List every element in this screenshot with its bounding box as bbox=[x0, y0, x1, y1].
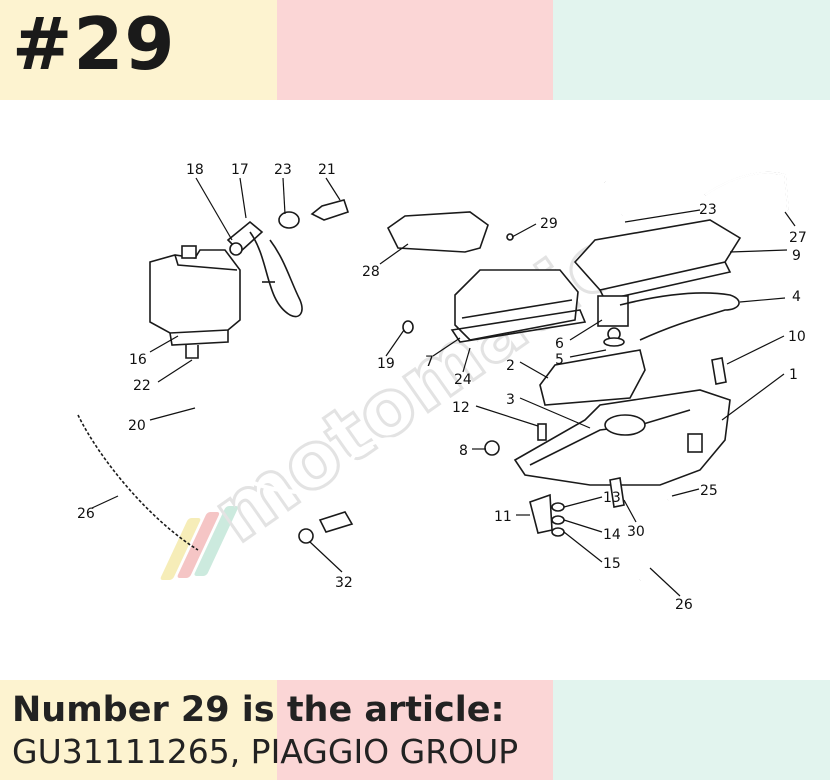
callout-17: 17 bbox=[231, 162, 249, 178]
part-tank bbox=[149, 245, 241, 359]
bottom-band-yellow bbox=[0, 680, 277, 780]
callout-12: 12 bbox=[452, 400, 470, 416]
part-hose-27 bbox=[77, 414, 199, 551]
callout-2: 2 bbox=[506, 358, 515, 374]
part-hose-19 bbox=[298, 317, 414, 337]
part-filter-cover bbox=[450, 269, 587, 343]
part-hose-20 bbox=[193, 369, 415, 544]
callout-20: 20 bbox=[128, 418, 146, 434]
caption-article-heading: Number 29 is the article: bbox=[12, 690, 505, 730]
bottom-band-mint bbox=[553, 680, 830, 780]
callout-16: 16 bbox=[129, 352, 147, 368]
watermark-stripes-icon bbox=[160, 506, 238, 580]
callout-25: 25 bbox=[700, 483, 718, 499]
part-main-housing bbox=[513, 357, 731, 486]
callout-3: 3 bbox=[506, 392, 515, 408]
part-number-heading: #29 bbox=[12, 2, 176, 86]
top-color-band bbox=[0, 0, 830, 100]
callout-11: 11 bbox=[494, 509, 512, 525]
leader-lines bbox=[91, 177, 796, 597]
callout-32: 32 bbox=[335, 575, 353, 591]
callout-29: 28 bbox=[362, 264, 380, 280]
caption-article-code: GU31111265, PIAGGIO GROUP bbox=[12, 732, 519, 771]
callout-6: 6 bbox=[555, 336, 564, 352]
callout-21: 21 bbox=[318, 162, 336, 178]
part-fittings bbox=[226, 211, 303, 318]
callout-22: 22 bbox=[133, 378, 151, 394]
callout-26: 26 bbox=[675, 597, 693, 613]
bottom-band-pink bbox=[277, 680, 553, 780]
part-gasket bbox=[619, 292, 740, 341]
top-band-yellow bbox=[0, 0, 277, 100]
callout-5: 5 bbox=[555, 352, 564, 368]
top-band-mint bbox=[553, 0, 830, 100]
bottom-color-band bbox=[0, 680, 830, 780]
callout-27: 26 bbox=[77, 506, 95, 522]
callout-19: 19 bbox=[377, 356, 395, 372]
callout-7: 7 bbox=[425, 354, 434, 370]
callout-labels: 18 17 23 21 29 28 23 27 9 4 10 1 16 22 1… bbox=[77, 162, 807, 613]
part-filter-element bbox=[539, 349, 646, 406]
callout-1: 1 bbox=[789, 367, 798, 383]
part-manifold bbox=[573, 219, 742, 341]
callout-4: 4 bbox=[792, 289, 801, 305]
callout-14: 14 bbox=[603, 527, 621, 543]
callout-23-right: 23 bbox=[699, 202, 717, 218]
callout-31: 30 bbox=[627, 524, 645, 540]
callout-13: 13 bbox=[603, 490, 621, 506]
callout-9: 9 bbox=[792, 248, 801, 264]
exploded-parts-diagram: motomatic bbox=[77, 162, 807, 613]
callout-28: 27 bbox=[789, 230, 807, 246]
callout-24: 24 bbox=[454, 372, 472, 388]
callout-15: 15 bbox=[603, 556, 621, 572]
part-hose-21 bbox=[310, 176, 625, 221]
callout-30: 29 bbox=[540, 216, 558, 232]
top-band-pink bbox=[277, 0, 553, 100]
callout-23-top: 23 bbox=[274, 162, 292, 178]
callout-10: 10 bbox=[788, 329, 806, 345]
callout-18: 18 bbox=[186, 162, 204, 178]
callout-8: 8 bbox=[459, 443, 468, 459]
part-cover-29 bbox=[386, 211, 514, 253]
